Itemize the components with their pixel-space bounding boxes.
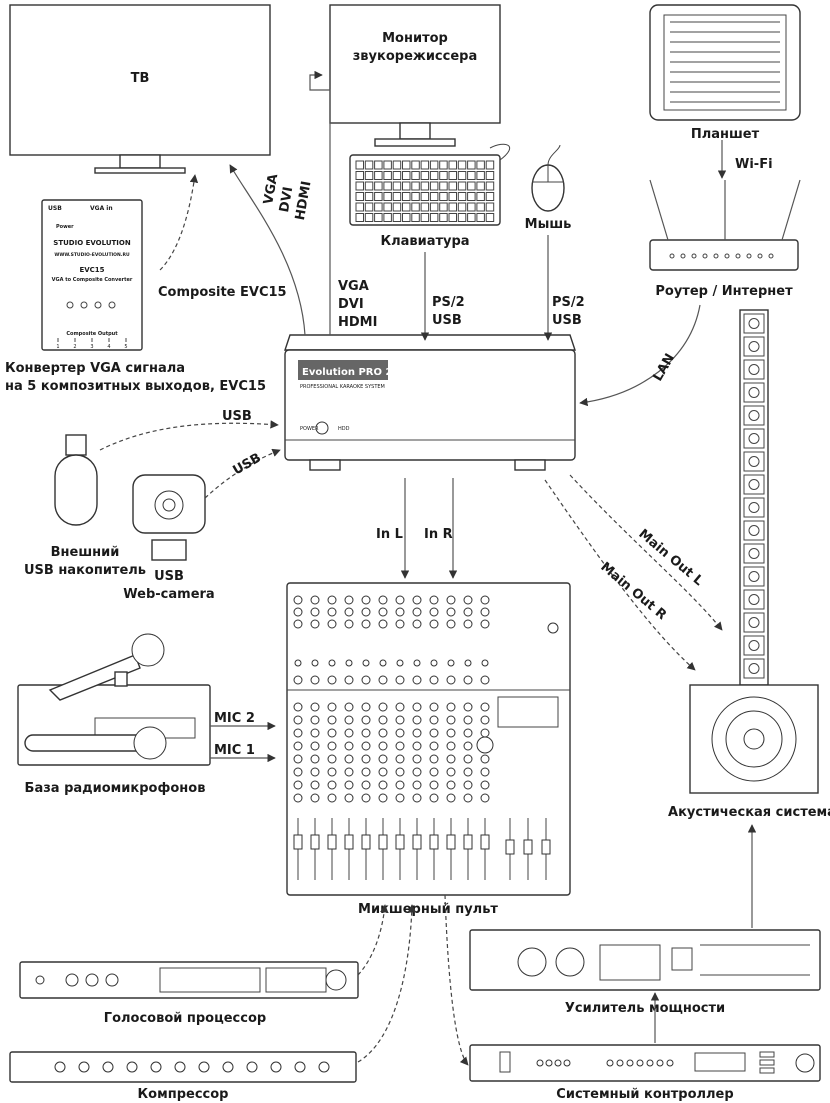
svg-text:VGA in: VGA in [90, 205, 113, 212]
webcam-device: USB Web-camera [123, 474, 215, 602]
voice-processor-label: Голосовой процессор [104, 1011, 266, 1026]
amplifier-device: Усилитель мощности [469, 929, 821, 1016]
converter-label-line2: на 5 композитных выходов, EVC15 [5, 379, 266, 394]
mixer-device: Микшерный пульт [286, 582, 571, 917]
vga-tv-label: VGA DVI HDMI [261, 173, 315, 222]
svg-text:Power: Power [56, 224, 74, 230]
mouse-port-2: USB [552, 313, 582, 328]
svg-text:HDD: HDD [338, 426, 350, 432]
converter-label-line1: Конвертер VGA сигнала [5, 361, 185, 376]
tv-label: ТВ [131, 71, 150, 86]
monitor-label-line2: звукорежиссера [353, 49, 477, 64]
tablet-device: Планшет [649, 4, 801, 142]
usb-drive-conn-label: USB [222, 409, 252, 424]
converter-output-number: 4 [107, 344, 110, 350]
wifi-label: Wi-Fi [735, 157, 773, 172]
svg-text:PROFESSIONAL KARAOKE SYSTEM: PROFESSIONAL KARAOKE SYSTEM [300, 384, 385, 390]
svg-text:HDMI: HDMI [293, 180, 315, 221]
monitor-label-line1: Монитор [382, 31, 448, 46]
lan-label: LAN [650, 351, 678, 384]
svg-text:POWER: POWER [300, 426, 319, 432]
vga-monitor-label-3: HDMI [338, 315, 377, 330]
in-r-label: In R [424, 527, 453, 542]
speakers-label: Акустическая система [668, 805, 830, 820]
mic-base-label: База радиомикрофонов [25, 781, 206, 796]
converter-device: USB VGA in Power STUDIO EVOLUTION WWW.ST… [5, 199, 266, 394]
connection-lines [99, 70, 757, 1066]
composite-label: Composite EVC15 [158, 285, 287, 300]
in-l-label: In L [376, 527, 403, 542]
usb-drive-label-line2: USB накопитель [24, 563, 146, 578]
converter-output-number: 5 [124, 344, 127, 350]
compressor-device: Компрессор [9, 1051, 357, 1102]
mouse-port-1: PS/2 [552, 295, 585, 310]
mouse-device: Мышь [525, 144, 572, 232]
vga-monitor-label-1: VGA [338, 279, 369, 294]
speaker-system: Акустическая система [668, 309, 830, 820]
usb-drive-label-line1: Внешний [51, 545, 120, 560]
svg-text:WWW.STUDIO-EVOLUTION.RU: WWW.STUDIO-EVOLUTION.RU [54, 252, 130, 258]
svg-text:USB: USB [48, 205, 62, 212]
compressor-label: Компрессор [138, 1087, 229, 1102]
router-device: Роутер / Интернет [649, 179, 801, 299]
webcam-label-line2: Web-camera [123, 587, 214, 602]
system-controller-device: Системный контроллер [469, 1044, 821, 1102]
webcam-label-line1: USB [154, 569, 184, 584]
keyboard-port-2: USB [432, 313, 462, 328]
main-out-l-label: Main Out L [635, 527, 705, 589]
amplifier-label: Усилитель мощности [565, 1001, 725, 1016]
mic2-label: MIC 2 [214, 711, 255, 726]
svg-text:VGA to Composite Converter: VGA to Composite Converter [52, 277, 133, 283]
converter-output-number: 3 [90, 344, 93, 350]
voice-processor-device: Голосовой процессор [19, 961, 359, 1026]
svg-text:STUDIO EVOLUTION: STUDIO EVOLUTION [53, 239, 131, 247]
mixer-label: Микшерный пульт [358, 902, 498, 917]
svg-text:VGA: VGA [261, 173, 281, 206]
svg-text:Composite Output: Composite Output [66, 331, 118, 337]
keyboard-port-1: PS/2 [432, 295, 465, 310]
system-controller-label: Системный контроллер [556, 1087, 733, 1102]
usb-drive-device: Внешний USB накопитель [24, 434, 146, 578]
monitor-device: Монитор звукорежиссера [329, 4, 501, 147]
mic1-label: MIC 1 [214, 743, 255, 758]
main-out-r-label: Main Out R [597, 560, 669, 624]
tablet-label: Планшет [691, 127, 760, 142]
converter-output-number: 2 [73, 344, 76, 350]
mouse-label: Мышь [525, 217, 572, 232]
usb-webcam-conn-label: USB [231, 451, 264, 479]
keyboard-label: Клавиатура [380, 234, 469, 249]
main-unit-logo: Evolution PRO 2 [302, 367, 392, 378]
svg-text:EVC15: EVC15 [79, 266, 104, 274]
keyboard-device: Клавиатура [349, 143, 511, 249]
svg-text:DVI: DVI [277, 186, 296, 214]
tv-device: ТВ [9, 4, 271, 174]
converter-output-number: 1 [56, 344, 59, 350]
main-unit: Evolution PRO 2 PROFESSIONAL KARAOKE SYS… [284, 334, 576, 471]
vga-monitor-label-2: DVI [338, 297, 364, 312]
router-label: Роутер / Интернет [655, 284, 793, 299]
mic-base-device: База радиомикрофонов [17, 633, 211, 796]
